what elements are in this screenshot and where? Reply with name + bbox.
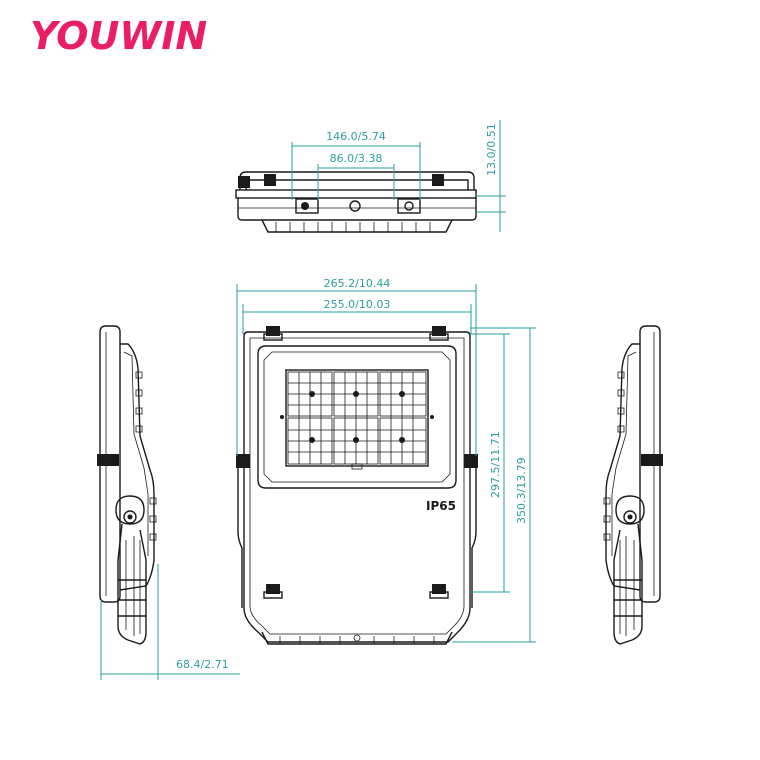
front-view: IP65 xyxy=(236,326,478,645)
dim-front-outer-width-label: 265.2/10.44 xyxy=(324,277,391,290)
dim-front-outer-width: 265.2/10.44 xyxy=(236,277,477,456)
dim-front-inner-height-label: 297.5/11.71 xyxy=(489,431,502,498)
left-side-view xyxy=(97,325,157,645)
brand-logo: YOUWIN xyxy=(30,14,208,58)
dim-top-inner: 86.0/3.38 xyxy=(317,152,395,200)
dim-front-inner-height: 297.5/11.71 xyxy=(470,333,510,593)
ip-rating-label: IP65 xyxy=(426,499,456,513)
dim-side-depth-label: 68.4/2.71 xyxy=(176,658,229,671)
dim-front-inner-width: 255.0/10.03 xyxy=(242,298,472,334)
dim-top-height-label: 13.0/0.51 xyxy=(485,123,498,176)
dim-top-outer-label: 146.0/5.74 xyxy=(326,130,386,143)
dim-top-inner-label: 86.0/3.38 xyxy=(330,152,383,165)
dim-side-depth: 68.4/2.71 xyxy=(100,564,240,680)
dim-front-outer-height: 350.3/13.79 xyxy=(452,327,536,643)
dim-top-outer: 146.0/5.74 xyxy=(291,130,421,200)
right-side-view xyxy=(603,325,663,645)
dim-top-height: 13.0/0.51 xyxy=(476,120,506,232)
top-view xyxy=(235,171,477,233)
dim-front-outer-height-label: 350.3/13.79 xyxy=(515,457,528,524)
dim-front-inner-width-label: 255.0/10.03 xyxy=(324,298,391,311)
